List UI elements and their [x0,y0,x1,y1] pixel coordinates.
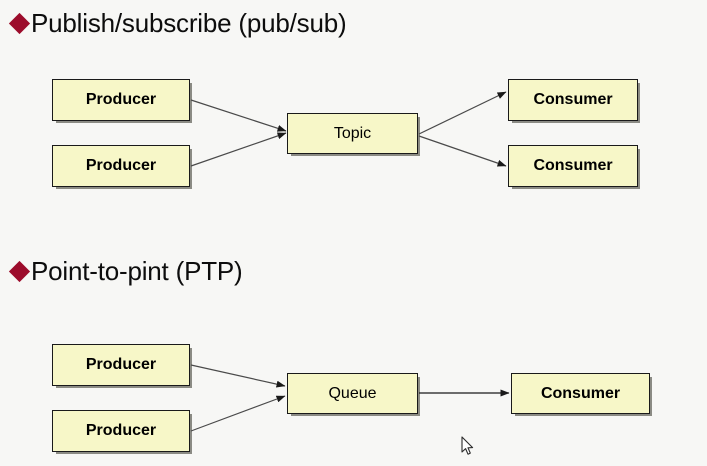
heading-ptp-label: Point-to-pint (PTP) [31,256,243,286]
ptp-queue-box[interactable]: Queue [287,373,418,414]
ptp-consumer-1-label: Consumer [540,384,621,402]
pubsub-producer-1-box[interactable]: Producer [52,79,190,121]
pubsub-producer-1-label: Producer [85,91,157,108]
arrow-pubsub-topic-to-consumer1 [418,91,507,135]
arrow-ptp-producer1-to-queue [190,364,286,388]
arrow-pubsub-topic-to-consumer2 [418,135,507,167]
heading-ptp: Point-to-pint (PTP) [8,256,243,286]
mouse-pointer-icon [461,436,474,455]
pubsub-producer-2-label: Producer [85,157,157,174]
arrow-pubsub-producer1-to-topic [190,99,287,132]
pubsub-consumer-2-box[interactable]: Consumer [508,145,638,187]
arrow-ptp-producer2-to-queue [190,395,286,432]
pubsub-consumer-2-label: Consumer [533,157,613,174]
arrow-pubsub-producer2-to-topic [190,132,287,167]
pubsub-topic-label: Topic [333,124,372,142]
pubsub-producer-2-box[interactable]: Producer [52,145,190,187]
heading-pubsub: Publish/subscribe (pub/sub) [8,8,347,38]
diamond-bullet-icon [8,12,31,34]
ptp-producer-1-label: Producer [85,356,157,373]
ptp-producer-2-label: Producer [85,422,157,439]
ptp-producer-1-box[interactable]: Producer [52,344,190,386]
ptp-consumer-1-box[interactable]: Consumer [511,373,650,414]
diamond-bullet-icon [8,260,31,282]
ptp-queue-label: Queue [328,384,377,402]
ptp-producer-2-box[interactable]: Producer [52,410,190,452]
pubsub-consumer-1-box[interactable]: Consumer [508,79,638,121]
heading-pubsub-label: Publish/subscribe (pub/sub) [31,8,347,38]
pubsub-topic-box[interactable]: Topic [287,113,418,154]
pubsub-consumer-1-label: Consumer [533,91,613,108]
